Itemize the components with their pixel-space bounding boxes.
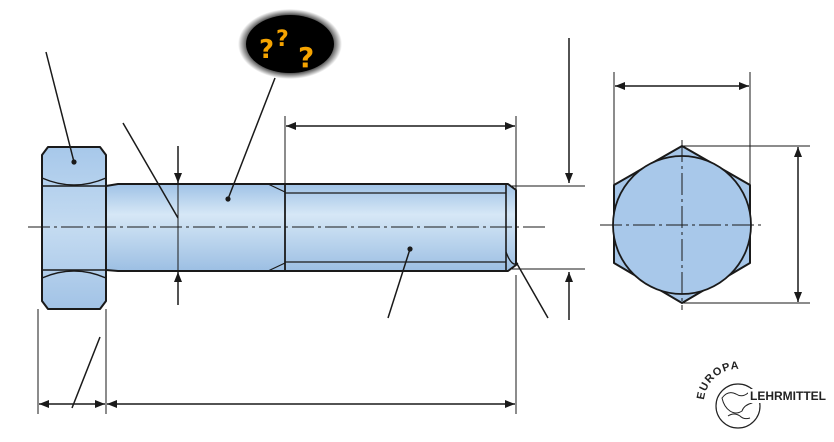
length-dimensions <box>37 275 517 414</box>
question-callout: ? ? ? <box>238 9 342 79</box>
bolt-end-view <box>600 140 765 310</box>
width-across-corners-dimension <box>613 72 751 185</box>
logo-bottom-text: LEHRMITTEL <box>750 389 826 403</box>
europa-lehrmittel-logo: EUROPA LEHRMITTEL <box>695 360 826 429</box>
bolt-side-view <box>41 146 519 310</box>
width-across-flats-dimension <box>682 145 810 304</box>
question-mark-2: ? <box>276 27 289 52</box>
thread-length-dimension <box>284 116 517 190</box>
thread-diameter-dimension <box>512 38 585 320</box>
question-mark-1: ? <box>259 35 274 65</box>
leader-lines <box>45 51 549 409</box>
question-mark-3: ? <box>298 41 314 74</box>
bolt-head <box>41 146 107 310</box>
